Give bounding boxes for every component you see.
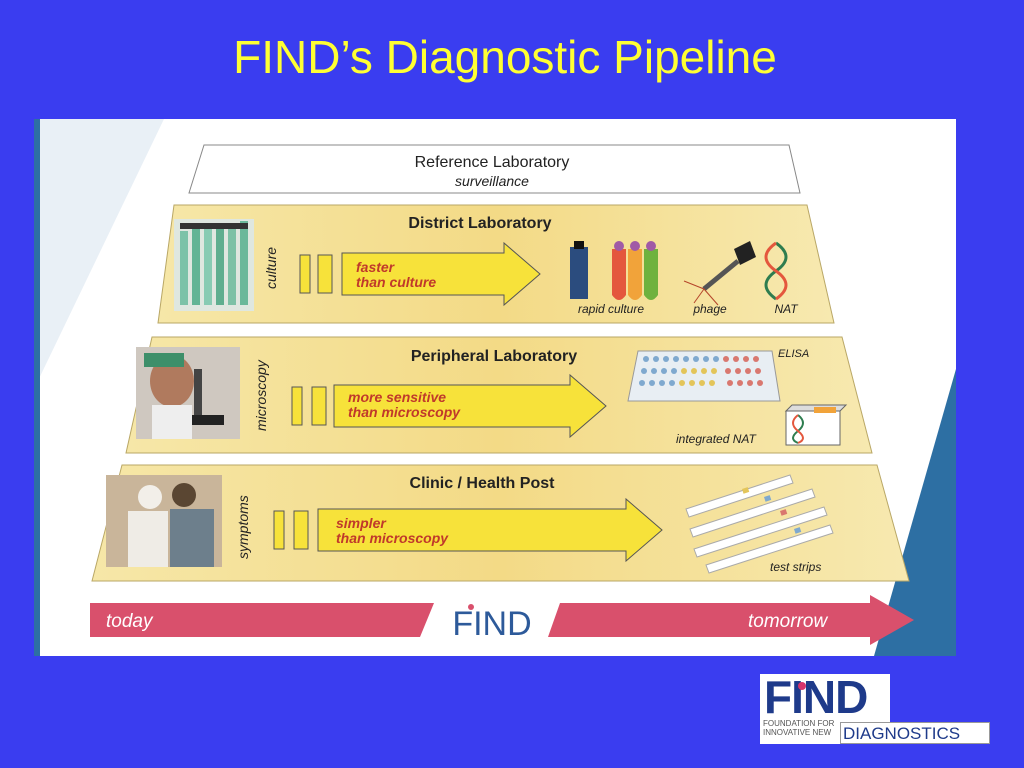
timeline-right [548, 595, 914, 645]
rapid-culture-icon [570, 241, 658, 300]
clinic-side-label: symptoms [235, 495, 251, 559]
district-arrow [341, 241, 541, 307]
rapid-culture-label: rapid culture [578, 302, 644, 316]
district-bar-2 [317, 254, 333, 294]
district-arrow-text-2: than culture [356, 274, 436, 290]
district-bar-1 [299, 254, 311, 294]
find-logo: FIND FOUNDATION FOR INNOVATIVE NEW DIAGN… [760, 671, 990, 744]
logo-diagnostics-box: DIAGNOSTICS [840, 722, 990, 744]
peripheral-arrow-text-1: more sensitive [348, 389, 446, 405]
integrated-nat-label: integrated NAT [676, 432, 757, 446]
phage-label: phage [692, 302, 727, 316]
clinic-title: Clinic / Health Post [410, 475, 556, 492]
reference-band [188, 144, 801, 194]
nat-dna-icon [764, 241, 788, 301]
phage-icon [683, 241, 756, 306]
test-strips-label: test strips [770, 560, 821, 574]
pipeline-diagram: Reference Laboratory surveillance Distri… [34, 119, 956, 656]
timeline-today: today [106, 611, 154, 632]
integrated-nat-icon [784, 404, 848, 446]
clinic-bar-1 [273, 510, 285, 550]
slide-title: FIND’s Diagnostic Pipeline [233, 31, 777, 83]
timeline-find-logo: FIND [452, 605, 531, 643]
peripheral-arrow-text-2: than microscopy [348, 404, 461, 420]
left-edge-decor [34, 119, 40, 656]
clinic-arrow [317, 497, 663, 563]
test-strips-icon [685, 474, 834, 574]
logo-sub-line-1: FOUNDATION FOR [763, 719, 835, 728]
logo-dot [798, 682, 806, 690]
logo-sub-line-2: INNOVATIVE NEW [763, 728, 832, 737]
clinic-arrow-text-1: simpler [336, 515, 387, 531]
peripheral-title: Peripheral Laboratory [411, 348, 577, 365]
symptoms-photo [106, 475, 222, 567]
district-side-label: culture [263, 247, 279, 289]
logo-diagnostics-text: DIAGNOSTICS [843, 724, 961, 743]
timeline-left [90, 603, 434, 637]
nat-label: NAT [774, 302, 799, 316]
reference-title: Reference Laboratory [415, 154, 570, 171]
logo-subtitle: FOUNDATION FOR INNOVATIVE NEW [763, 719, 841, 737]
district-title: District Laboratory [408, 215, 551, 232]
logo-find-text: FIND [764, 671, 868, 723]
pipeline-svg: Reference Laboratory surveillance Distri… [34, 119, 956, 656]
peripheral-side-label: microscopy [253, 359, 269, 431]
clinic-arrow-text-2: than microscopy [336, 530, 449, 546]
left-decor [34, 119, 164, 389]
elisa-plate-icon [627, 350, 781, 402]
peripheral-bar-1 [291, 386, 303, 426]
elisa-label: ELISA [778, 348, 809, 360]
reference-subtitle: surveillance [455, 173, 529, 189]
right-edge-decor [874, 369, 956, 656]
microscopy-photo [136, 347, 240, 439]
culture-tubes-photo [174, 219, 254, 311]
timeline-logo-dot [468, 604, 474, 610]
clinic-bar-2 [293, 510, 309, 550]
peripheral-arrow [333, 373, 607, 439]
district-arrow-text-1: faster [356, 259, 396, 275]
timeline-tomorrow: tomorrow [748, 611, 828, 632]
peripheral-bar-2 [311, 386, 327, 426]
